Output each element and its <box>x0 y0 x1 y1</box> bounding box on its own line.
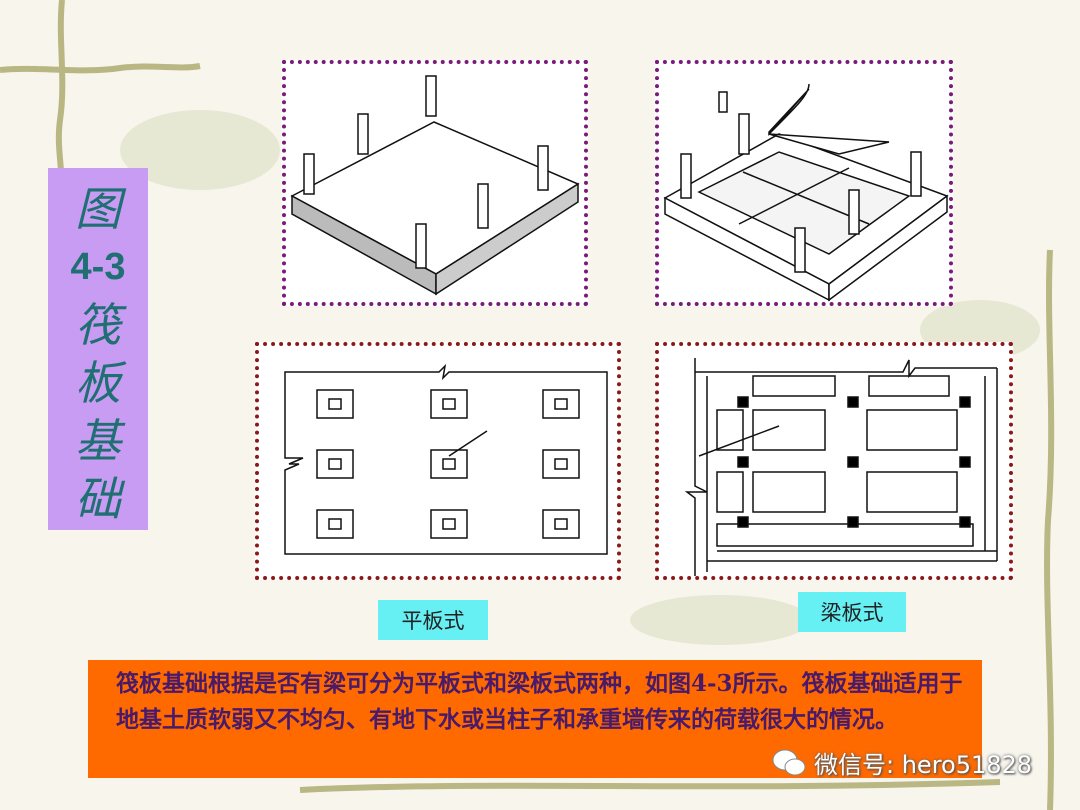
column-pad <box>430 509 468 539</box>
column-pad <box>316 509 354 539</box>
title-char: 础 <box>75 472 121 526</box>
title-char: 筏 <box>75 298 121 352</box>
beam-slab-isometric <box>655 60 953 306</box>
column <box>554 398 568 410</box>
beam-slab-label: 梁板式 <box>798 592 906 632</box>
beam-panel <box>752 409 826 451</box>
column-pad <box>430 389 468 419</box>
column <box>442 458 456 470</box>
column <box>847 396 859 408</box>
beam-panel <box>868 375 950 397</box>
column <box>328 458 342 470</box>
column-pad <box>316 449 354 479</box>
column <box>959 456 971 468</box>
flat-slab-isometric <box>282 60 588 306</box>
beam-panel <box>752 375 836 397</box>
title-char: 图 <box>75 182 121 236</box>
flat-slab-label: 平板式 <box>378 600 488 640</box>
beam-panel <box>866 409 958 451</box>
column <box>442 398 456 410</box>
beam-panel <box>716 523 974 547</box>
column <box>554 518 568 530</box>
figure-title: 图 4-3 筏 板 基 础 <box>48 168 148 530</box>
column <box>737 456 749 468</box>
beam-slab-plan <box>655 342 1013 580</box>
column <box>959 396 971 408</box>
beam-panel <box>752 471 826 513</box>
column-pad <box>542 509 580 539</box>
column-pad <box>430 449 468 479</box>
column <box>847 456 859 468</box>
title-char: 基 <box>75 414 121 468</box>
beam-panel <box>866 471 958 513</box>
wechat-icon <box>772 749 806 775</box>
column-pad <box>542 449 580 479</box>
column-pad <box>542 389 580 419</box>
column <box>847 516 859 528</box>
title-char: 板 <box>75 356 121 410</box>
column <box>442 518 456 530</box>
column-pad <box>316 389 354 419</box>
column <box>554 458 568 470</box>
title-number: 4-3 <box>70 246 126 288</box>
watermark: 微信号: hero51828 <box>772 745 1032 780</box>
watermark-text: 微信号: hero51828 <box>814 751 1033 779</box>
column <box>737 396 749 408</box>
column <box>737 516 749 528</box>
beam-panel <box>716 471 744 513</box>
column <box>328 518 342 530</box>
column <box>328 398 342 410</box>
description-text: 筏板基础根据是否有梁可分为平板式和梁板式两种，如图4-3所示。筏板基础适用于地基… <box>88 660 982 778</box>
column <box>959 516 971 528</box>
beam-panel <box>716 409 744 451</box>
flat-slab-plan <box>255 342 621 580</box>
